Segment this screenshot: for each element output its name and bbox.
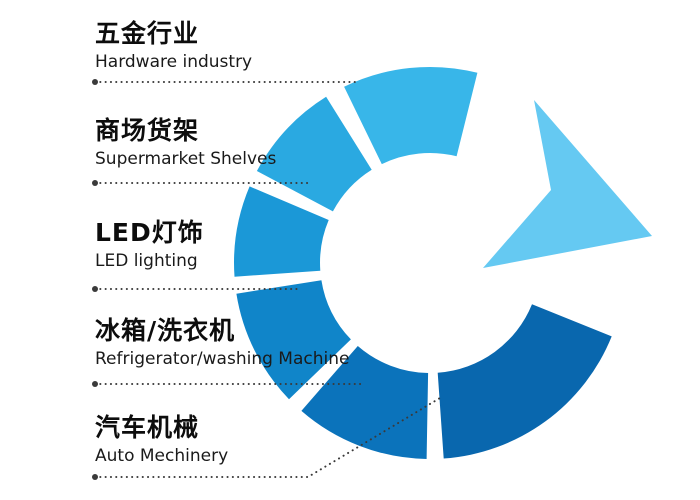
segment-led-lighting [234,186,329,277]
leader-dot-1 [92,79,98,85]
industry-label-3-en: LED lighting [95,250,198,271]
industry-label-1-zh: 五金行业 [95,19,200,48]
segment-refrigerator [236,280,351,400]
industry-label-4: 冰箱/洗衣机 Refrigerator/washing Machine [95,316,350,369]
leader-dot-4 [92,381,98,387]
segment-hardware-industry [344,66,478,165]
leader-dot-2 [92,180,98,186]
industry-label-2: 商场货架 Supermarket Shelves [95,116,277,169]
leader-dot-3 [92,286,98,292]
segment-bottom-right [437,304,612,459]
industry-label-4-zh: 冰箱/洗衣机 [95,316,236,345]
leader-dot-5 [92,474,98,480]
industry-label-5: 汽车机械 Auto Mechinery [95,413,229,466]
industry-label-2-en: Supermarket Shelves [95,148,277,169]
cycle-arrow-head-icon [483,100,652,268]
leader-line-5 [94,397,441,478]
industry-label-3-zh: LED灯饰 [95,218,204,247]
industry-label-3: LED灯饰 LED lighting [95,218,204,271]
segment-auto-machinery [301,346,429,459]
industry-label-5-zh: 汽车机械 [95,413,200,442]
industry-label-4-en: Refrigerator/washing Machine [95,348,350,369]
industry-label-5-en: Auto Mechinery [95,445,229,466]
industry-label-1-en: Hardware industry [95,51,253,72]
industry-label-1: 五金行业 Hardware industry [95,19,253,72]
industry-label-2-zh: 商场货架 [95,116,200,145]
